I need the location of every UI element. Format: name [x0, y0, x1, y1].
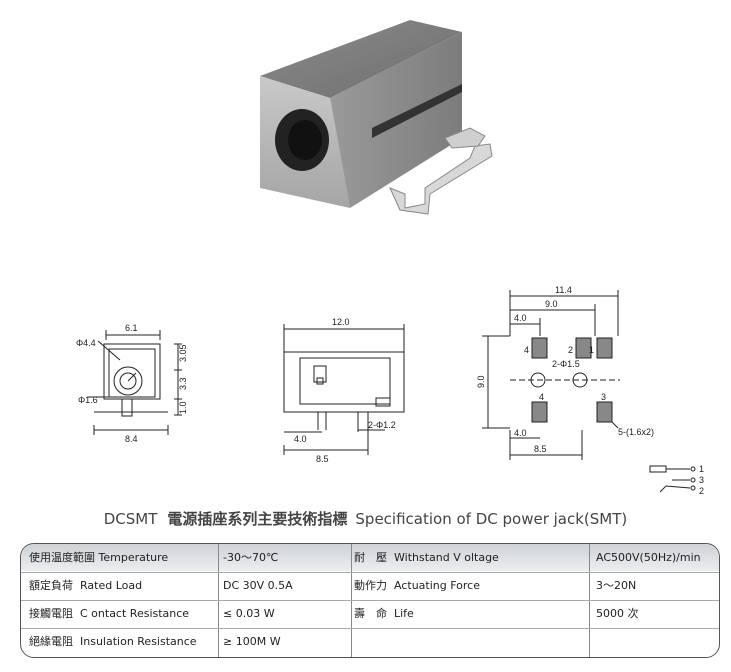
param-value: DC 30V 0.5A	[223, 579, 293, 592]
page-title: DCSMT 電源插座系列主要技術指標 Specification of DC pow…	[0, 508, 731, 529]
param-cn: 絕緣電阻	[29, 635, 73, 648]
dim-offset: 4.0	[294, 434, 307, 444]
table-row: 接觸電阻 C ontact Resistance ≤ 0.03 W 壽 命 Li…	[21, 600, 719, 628]
pad-label: 1	[589, 345, 594, 355]
dim-outer: 11.4	[555, 285, 572, 295]
dim-hole: 2-Φ1.2	[368, 420, 396, 430]
param2-cn: 動作力	[354, 579, 387, 592]
param-value: -30～70℃	[223, 551, 279, 564]
param-cn: 額定負荷	[29, 579, 73, 592]
table-row: 使用温度範圍 Temperature -30～70℃ 耐 壓 Withstand…	[21, 544, 719, 572]
dim-bottom-total: 8.5	[534, 444, 547, 454]
param-cn: 接觸電阻	[29, 607, 73, 620]
param2-value: 5000 次	[596, 607, 639, 620]
param-en: C ontact Resistance	[80, 607, 190, 620]
param2-cn: 耐 壓	[354, 551, 387, 564]
chinese-title: 電源插座系列主要技術指標	[167, 510, 348, 528]
param2-value	[596, 628, 719, 656]
dim-total: 8.5	[316, 454, 329, 464]
param-en: Insulation Resistance	[80, 635, 197, 648]
pad-label: 3	[601, 392, 606, 402]
model-name: DCSMT	[103, 510, 158, 528]
dim-length: 12.0	[332, 317, 350, 327]
dim-h-top: 3.05	[178, 344, 188, 362]
param-value: ≥ 100M W	[223, 635, 281, 648]
dim-width: 6.1	[125, 323, 138, 333]
footprint-drawing: 11.4 9.0 4.0 9.0 2-Φ1.5 4 2 1 4 3 4.0 8.…	[476, 285, 654, 460]
param2-en: Life	[394, 607, 414, 620]
schematic-symbol: 1 3 2	[649, 464, 704, 496]
dim-fp-hole: 2-Φ1.5	[552, 359, 580, 369]
table-row: 額定負荷 Rated Load DC 30V 0.5A 動作力 Actuatin…	[21, 572, 719, 600]
param2-en: Actuating Force	[394, 579, 480, 592]
spec-table-frame: 使用温度範圍 Temperature -30～70℃ 耐 壓 Withstand…	[20, 543, 720, 658]
param2-cn: 壽 命	[354, 607, 387, 620]
dim-center-pin: Φ1.6	[78, 395, 98, 405]
dim-pad-size: 5-(1.6x2)	[618, 427, 654, 437]
dim-pin-dia: Φ4.4	[76, 338, 96, 348]
dim-bottom-w: 4.0	[514, 428, 527, 438]
dim-pad-w: 4.0	[514, 313, 527, 323]
pad-label: 4	[524, 345, 529, 355]
side-view-drawing: 6.1 Φ4.4 Φ1.6 8.4 3.05 3.3 1.0	[76, 323, 188, 444]
schematic-pin: 2	[699, 486, 704, 496]
table-row: 絕緣電阻 Insulation Resistance ≥ 100M W	[21, 628, 719, 656]
param-cn: 使用温度範圍	[29, 551, 95, 564]
param-en: Temperature	[98, 551, 169, 564]
param2-value: 3～20N	[596, 579, 637, 592]
dim-h-bot: 1.0	[178, 401, 188, 414]
english-title: Specification of DC power jack(SMT)	[355, 510, 628, 528]
dim-inner: 9.0	[545, 299, 558, 309]
param-value: ≤ 0.03 W	[223, 607, 275, 620]
schematic-pin: 1	[699, 464, 704, 474]
param2-value: AC500V(50Hz)/min	[596, 551, 701, 564]
dim-height: 9.0	[476, 375, 486, 388]
front-view-drawing: 12.0 4.0 8.5 2-Φ1.2	[283, 317, 405, 464]
dim-h-mid: 3.3	[178, 377, 188, 390]
pad-label: 2	[568, 345, 573, 355]
param2-en: Withstand V oltage	[394, 551, 499, 564]
spec-table: 使用温度範圍 Temperature -30～70℃ 耐 壓 Withstand…	[20, 543, 720, 658]
schematic-pin: 3	[699, 475, 704, 485]
param-en: Rated Load	[80, 579, 143, 592]
product-image	[260, 20, 493, 215]
pad-label: 4	[539, 392, 544, 402]
dim-base: 8.4	[125, 434, 138, 444]
